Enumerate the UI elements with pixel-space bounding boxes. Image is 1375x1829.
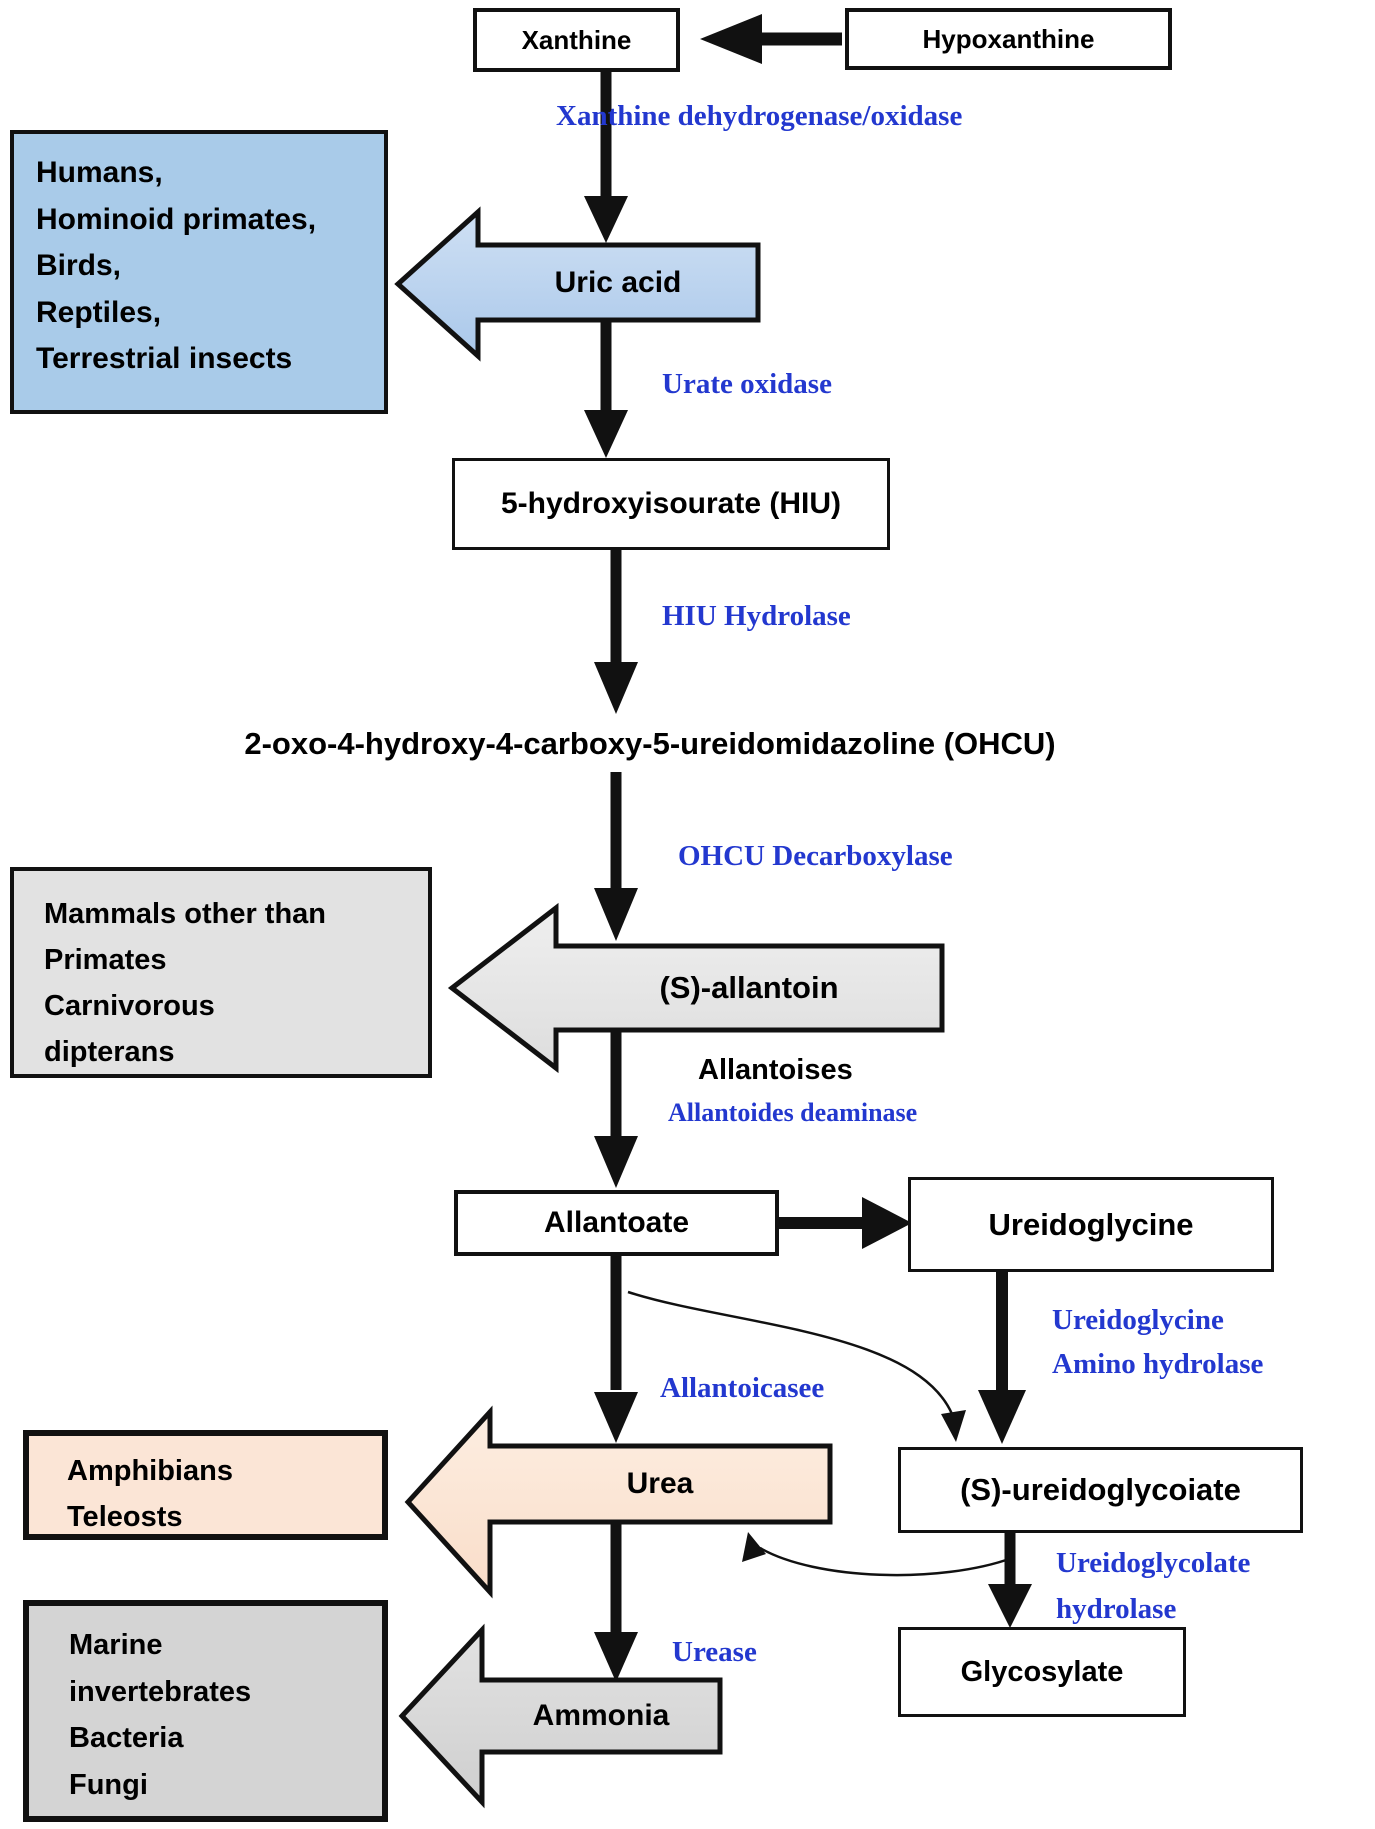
enzyme-label-line2: hydrolase [1056,1593,1177,1625]
allantoate-to-ureidoglycoiate-curve [627,1290,954,1415]
node-hypoxanthine-label: Hypoxanthine [922,23,1095,54]
node-ureidoglycine: Ureidoglycine [908,1177,1274,1272]
enzyme-label-line2: Amino hydrolase [1052,1348,1264,1380]
node-ohcu: 2-oxo-4-hydroxy-4-carboxy-5-ureidomidazo… [150,726,1150,762]
organism-box-urea-excretors: Amphibians Teleosts [23,1430,388,1540]
organism-line: Fungi [69,1768,148,1801]
enzyme-allantoides-deaminase: Allantoides deaminase [668,1098,917,1128]
organism-line: Carnivorous [44,990,215,1022]
node-ohcu-label: 2-oxo-4-hydroxy-4-carboxy-5-ureidomidazo… [244,726,1056,761]
ureidoglycoiate-to-glycosylate-arrow-head [988,1584,1032,1628]
urea-block-arrow [404,1405,833,1599]
enzyme-ohcu-decarboxylase: OHCU Decarboxylase [678,840,953,873]
organism-line: Hominoid primates, [36,202,317,236]
ureidoglycine-to-ureidoglycoiate-arrow-head [978,1390,1026,1444]
node-glycosylate-label: Glycosylate [960,1655,1124,1688]
enzyme-ureidoglycolate-hydrolase: Ureidoglycolate hydrolase [1056,1540,1250,1632]
organism-line: Bacteria [69,1722,184,1754]
enzyme-label: OHCU Decarboxylase [678,840,953,872]
enzyme-label: HIU Hydrolase [662,600,851,632]
allantoate-to-urea-arrow-head [594,1392,638,1443]
node-allantoate-label: Allantoate [543,1206,690,1239]
ureidoglycoiate-to-urea-curve [759,1546,1013,1577]
enzyme-label-line1: Ureidoglycine [1052,1304,1224,1336]
xanthine-to-uric-arrow-head [584,196,628,243]
hypoxanthine-to-xanthine-arrow-head [700,14,762,64]
allantoate-to-ureidoglycine-arrow-head [862,1197,912,1249]
organism-line: Birds, [36,249,122,282]
enzyme-xanthine-dehydrogenase: Xanthine dehydrogenase/oxidase [556,100,962,133]
ureidoglycoiate-to-urea-curve-head [742,1532,766,1562]
node-hiu-label: 5-hydroxyisourate (HIU) [500,487,842,520]
node-xanthine-label: Xanthine [521,24,632,55]
enzyme-label: Xanthine dehydrogenase/oxidase [556,100,963,132]
ammonia-block-arrow [398,1623,723,1809]
enzyme-label-line1: Ureidoglycolate [1056,1547,1251,1579]
allantoate-to-ureidoglycoiate-curve-head [941,1410,966,1442]
organism-box-uric-acid-excretors: Humans, Hominoid primates, Birds, Reptil… [10,130,388,414]
organism-box-allantoin-excretors: Mammals other than Primates Carnivorous … [10,867,432,1078]
allantoin-to-allantoate-arrow-head [594,1136,638,1188]
organism-line: Terrestrial insects [36,342,293,375]
node-ureidoglycine-label: Ureidoglycine [988,1206,1194,1242]
ohcu-to-allantoin-arrow-head [594,888,638,941]
node-hypoxanthine: Hypoxanthine [845,8,1172,70]
organism-line: Mammals other than [44,898,326,930]
node-hiu: 5-hydroxyisourate (HIU) [452,458,890,550]
hiu-to-ohcu-arrow-head [594,662,638,714]
uric-to-hiu-arrow-head [584,410,628,458]
enzyme-urate-oxidase: Urate oxidase [662,368,832,401]
enzyme-hiu-hydrolase: HIU Hydrolase [662,600,851,633]
enzyme-label: Allantoises [698,1054,853,1086]
organism-line: Teleosts [67,1501,183,1533]
enzyme-label: Allantoicasee [660,1372,825,1404]
node-s-ureidoglycoiate-label: (S)-ureidoglycoiate [960,1472,1241,1507]
enzyme-label: Urease [672,1636,757,1668]
organism-line: Humans, [36,156,163,189]
node-allantoate: Allantoate [454,1190,779,1256]
node-s-ureidoglycoiate: (S)-ureidoglycoiate [898,1447,1303,1533]
enzyme-allantoicasee: Allantoicasee [660,1372,824,1405]
organism-line: Amphibians [67,1455,233,1487]
enzyme-label: Urate oxidase [662,368,832,400]
label-allantoises: Allantoises [698,1054,853,1087]
organism-line: dipterans [44,1036,175,1068]
enzyme-urease: Urease [672,1636,757,1669]
urea-to-ammonia-arrow-head [594,1632,638,1682]
organism-line: Reptiles, [36,295,162,329]
enzyme-label: Allantoides deaminase [668,1098,918,1127]
allantoin-block-arrow [447,902,945,1074]
node-glycosylate: Glycosylate [898,1627,1186,1717]
organism-box-ammonia-excretors: Marine invertebrates Bacteria Fungi [23,1600,388,1822]
uric-acid-block-arrow [394,206,761,362]
organism-line: invertebrates [69,1675,252,1708]
organism-line: Primates [44,944,167,976]
enzyme-ureidoglycine-amino-hydrolase: Ureidoglycine Amino hydrolase [1052,1298,1263,1386]
organism-line: Marine [69,1629,163,1661]
node-xanthine: Xanthine [473,8,680,72]
